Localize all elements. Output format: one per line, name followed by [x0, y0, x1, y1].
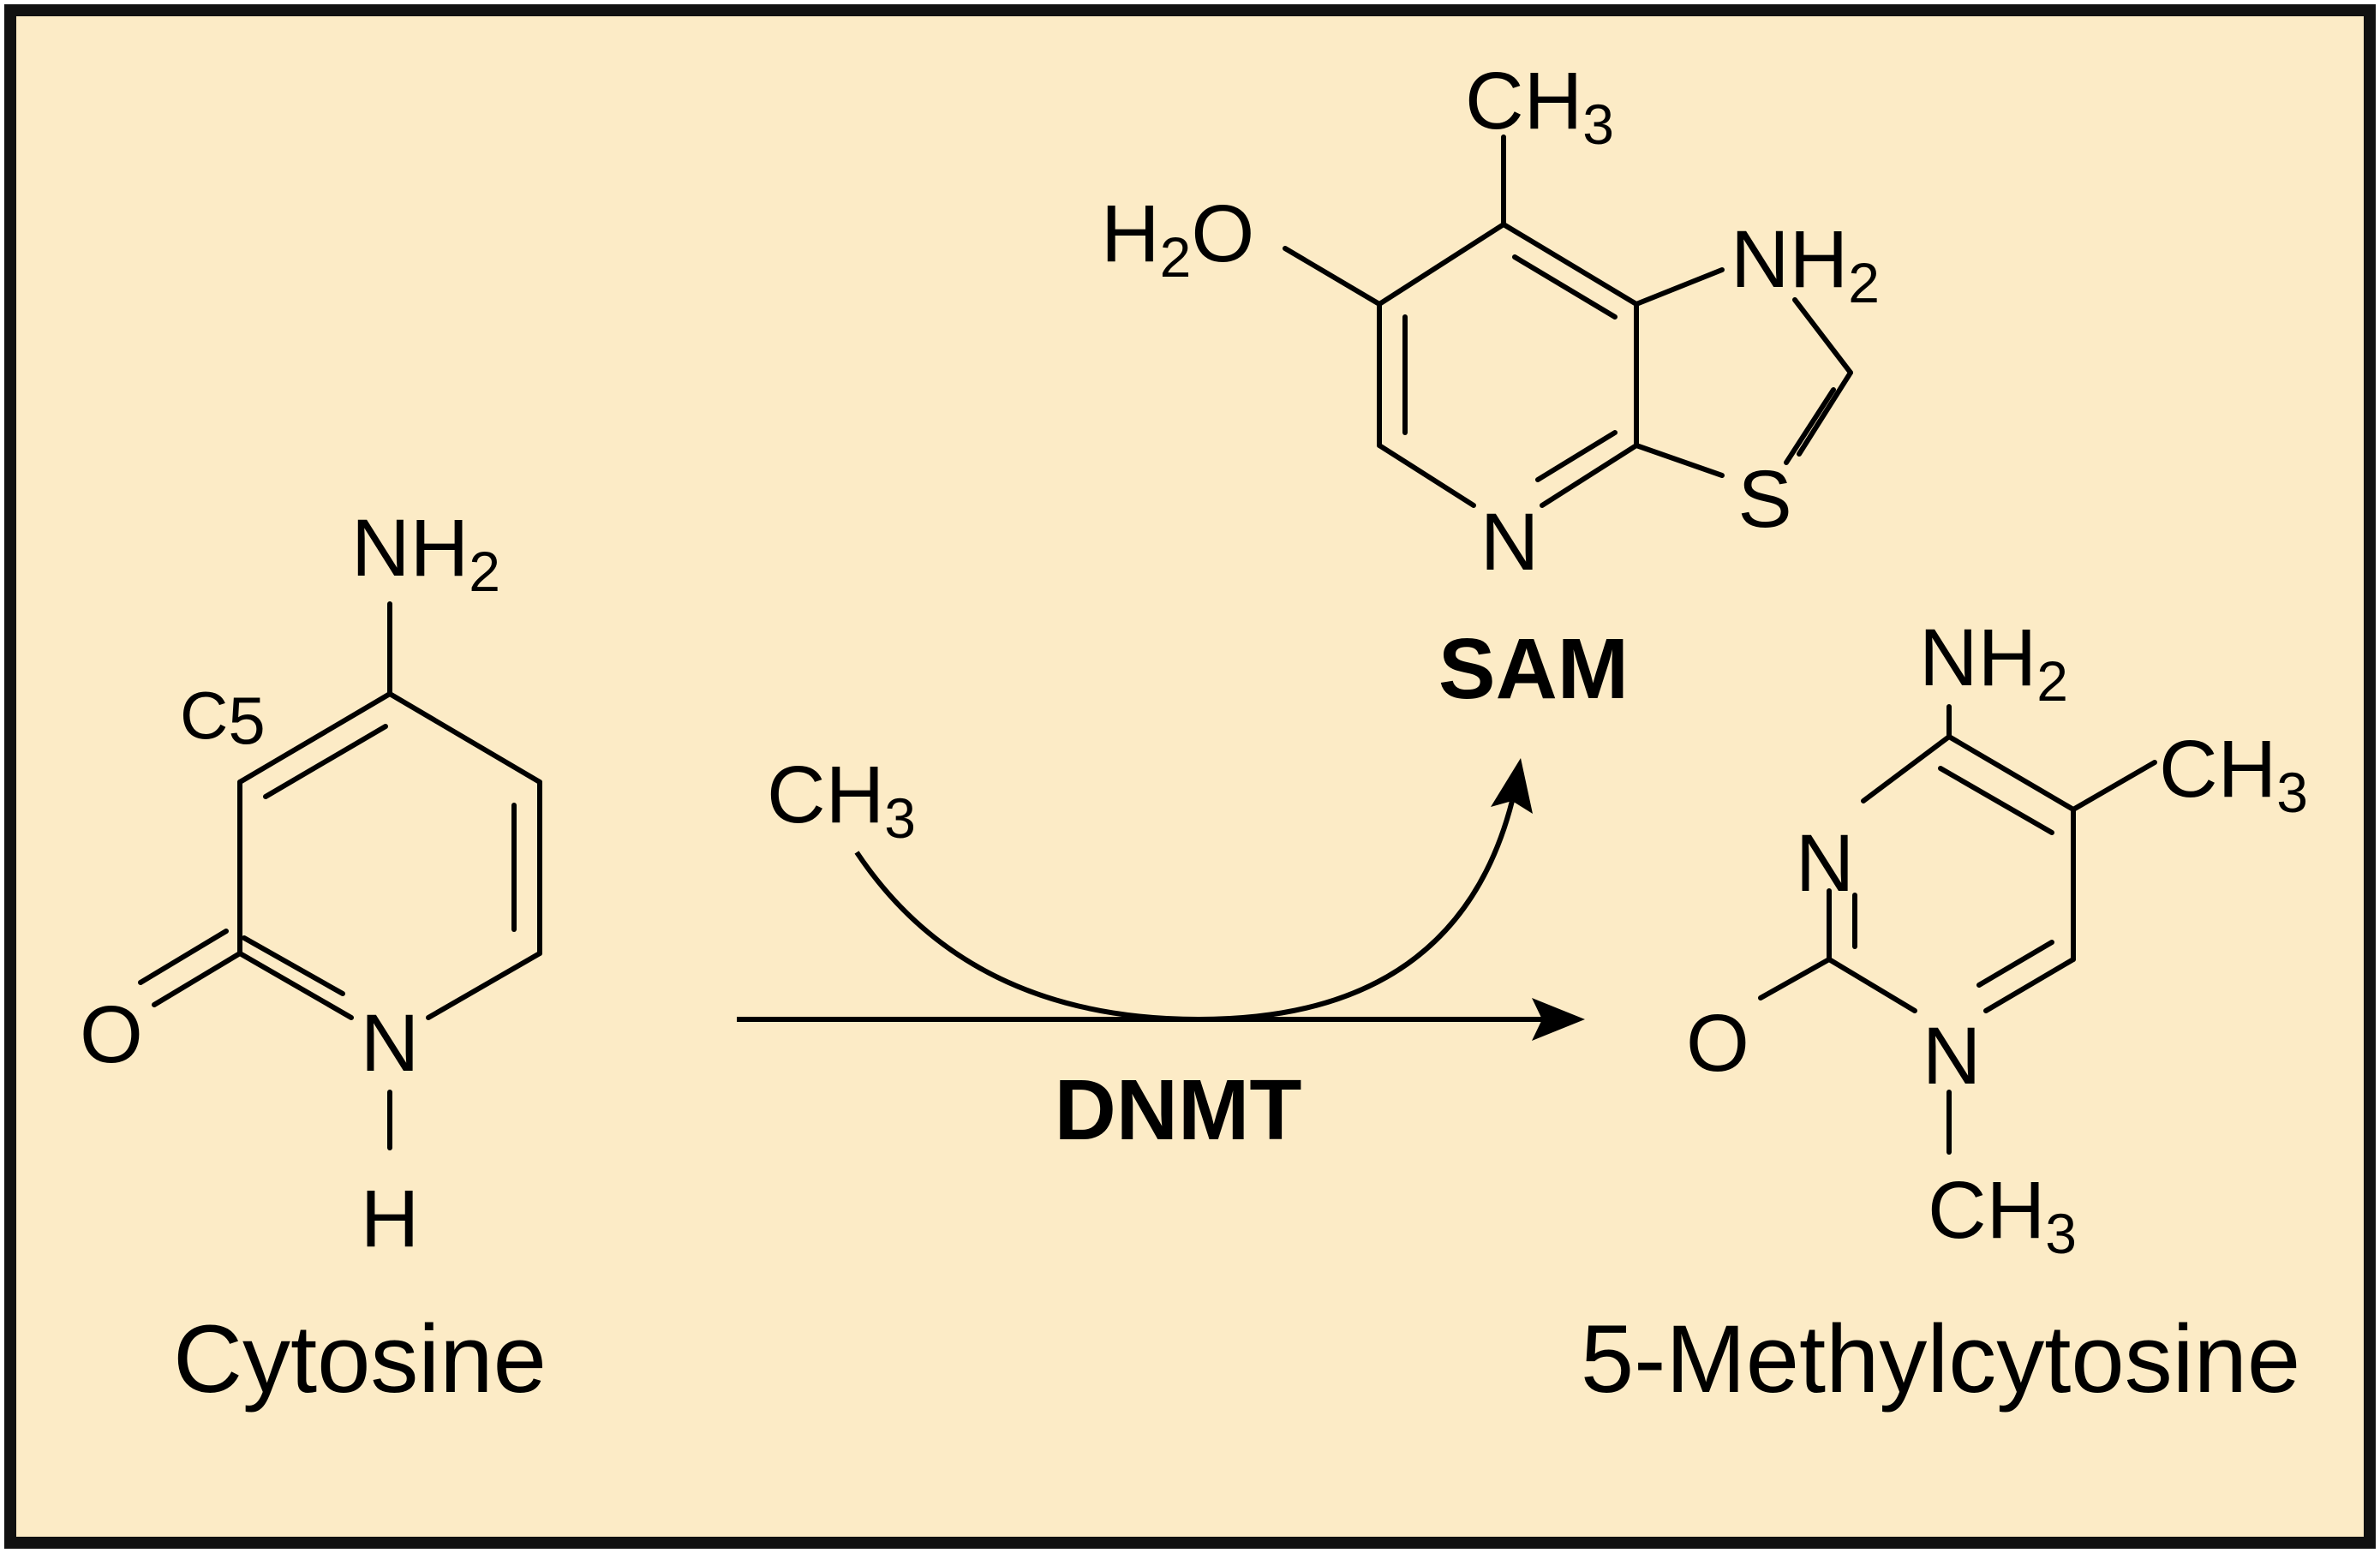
bond: [1797, 370, 1853, 457]
bond: [237, 951, 354, 1020]
bond: [1946, 734, 2076, 812]
bond: [1938, 766, 2054, 835]
bond: [1540, 443, 1639, 508]
bond: [138, 929, 229, 985]
bond: [1861, 734, 1952, 803]
reaction-arrowhead: [1532, 998, 1585, 1041]
bond: [1512, 254, 1618, 320]
bond: [387, 691, 542, 785]
ring-nitrogen-label: N: [361, 998, 420, 1089]
bond: [1827, 957, 1917, 1013]
methyl-transfer-arrowhead: [1491, 758, 1533, 814]
bond: [237, 691, 392, 785]
bond: [2071, 760, 2157, 812]
cytosine-molecule: NH2 C5 N H O Cytosine: [80, 503, 547, 1413]
enzyme-label: DNMT: [1055, 1062, 1302, 1158]
methyl-transfer-arc: [854, 800, 1515, 1023]
bond: [1784, 387, 1836, 465]
amino-group-label: NH2: [351, 503, 500, 603]
sam-name: SAM: [1438, 621, 1629, 717]
c5-position-label: C5: [180, 678, 266, 758]
bond: [242, 935, 345, 996]
bond: [1501, 222, 1639, 307]
bond: [263, 724, 388, 799]
methylcytosine-n-methyl-label: CH3: [1928, 1165, 2077, 1265]
methylcytosine-n3-label: N: [1796, 818, 1855, 909]
bond: [1983, 957, 2076, 1013]
reaction-arrows: CH3 DNMT: [737, 750, 1585, 1158]
bond: [1758, 957, 1832, 1000]
methylcytosine-carbonyl-label: O: [1686, 998, 1749, 1089]
bond: [1634, 267, 1725, 307]
methylcytosine-name: 5-Methylcytosine: [1581, 1305, 2300, 1413]
methylcytosine-n1-label: N: [1923, 1011, 1982, 1102]
methyl-group-label: CH3: [767, 750, 916, 850]
background-panel: [4, 4, 2376, 1549]
bond: [1377, 443, 1476, 508]
methylcytosine-molecule: NH2 CH3 N N O CH3 5-Methylcytosine: [1581, 612, 2308, 1413]
sam-amine-label: NH2: [1731, 214, 1880, 314]
bond: [1377, 222, 1506, 307]
carbonyl-oxygen-label: O: [80, 989, 143, 1080]
bond: [426, 951, 542, 1020]
cytosine-name: Cytosine: [173, 1305, 547, 1413]
bond: [1283, 246, 1382, 307]
sam-molecule: CH3 H2O NH2 N S SAM: [1101, 56, 1880, 717]
bond: [152, 951, 242, 1007]
sam-methyl-label: CH3: [1465, 56, 1614, 156]
bond: [1634, 443, 1725, 478]
bond: [1976, 940, 2054, 988]
sam-ring-nitrogen-label: N: [1480, 497, 1540, 588]
ring-hydrogen-label: H: [361, 1174, 420, 1264]
bond: [1535, 430, 1618, 482]
sam-ring-sulfur-label: S: [1737, 454, 1791, 545]
bond: [1792, 297, 1853, 375]
methylcytosine-amino-label: NH2: [1919, 612, 2068, 713]
methylcytosine-c5-methyl-label: CH3: [2159, 724, 2308, 824]
sam-hydroxy-label: H2O: [1101, 188, 1254, 289]
